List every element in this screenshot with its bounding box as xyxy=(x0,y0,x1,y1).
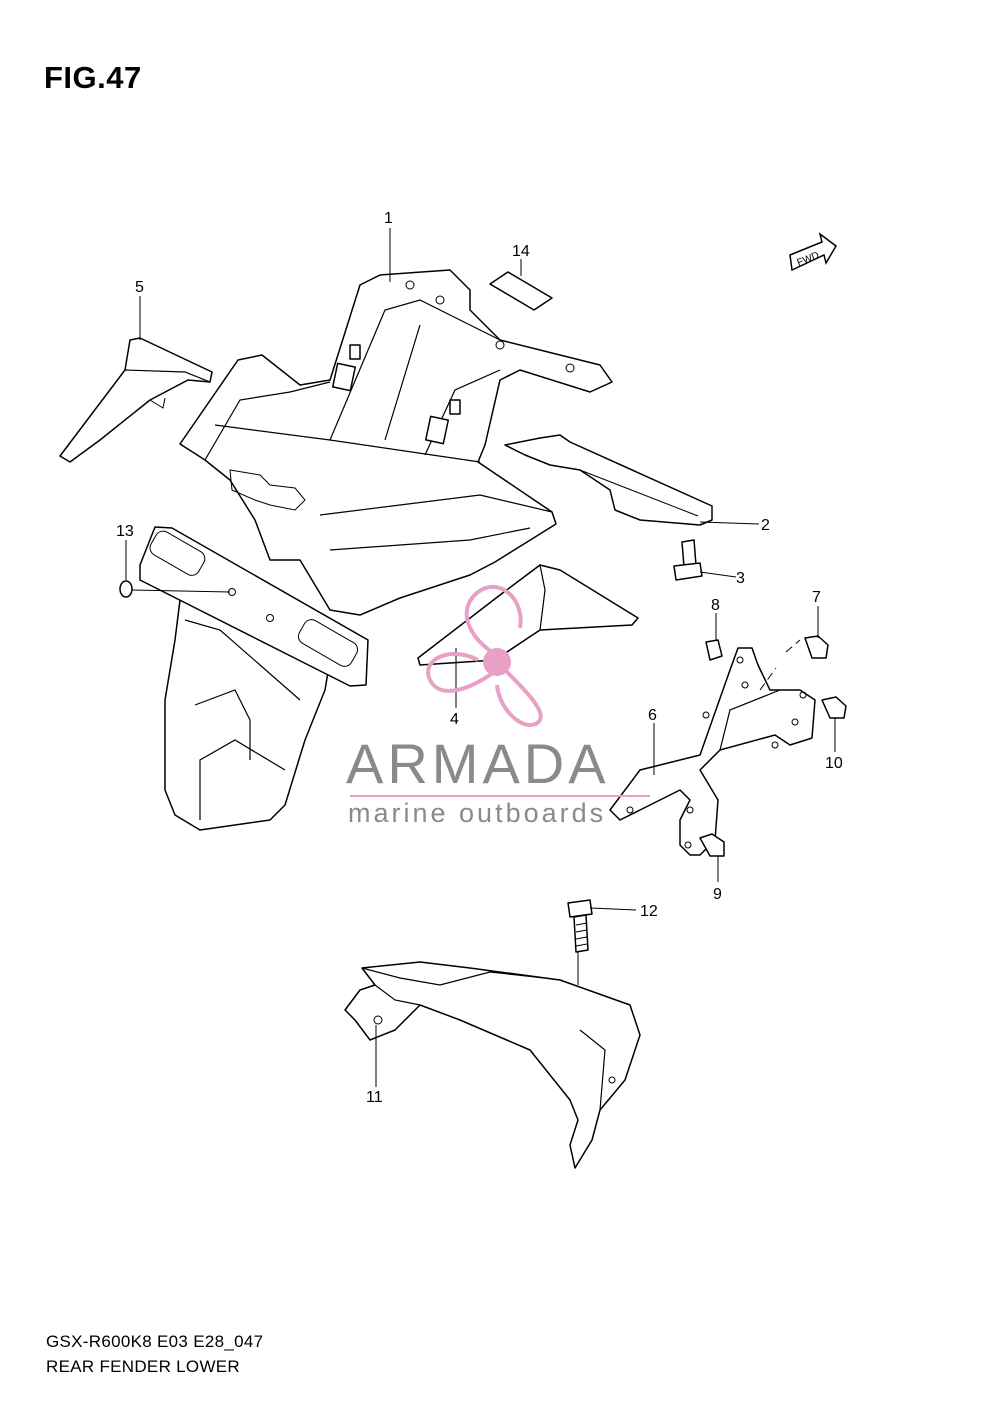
callout-14: 14 xyxy=(512,243,530,260)
callout-1: 1 xyxy=(384,210,393,227)
part-4-under-tray xyxy=(417,563,639,666)
part-11-lower-cover xyxy=(344,961,641,1169)
callout-9: 9 xyxy=(713,886,722,903)
callout-13: 13 xyxy=(116,523,134,540)
part-9-screw xyxy=(699,833,725,857)
part-2-bracket xyxy=(504,434,713,526)
armada-watermark: ARMADA marine outboards xyxy=(346,584,650,828)
figure-title: FIG.47 xyxy=(44,60,142,95)
watermark-brand: ARMADA xyxy=(346,732,610,795)
callout-11: 11 xyxy=(366,1089,383,1106)
model-code: GSX-R600K8 E03 E28_047 xyxy=(46,1332,264,1351)
callout-10: 10 xyxy=(825,755,843,772)
callout-7: 7 xyxy=(812,589,821,606)
callout-4: 4 xyxy=(450,711,459,728)
forward-direction-arrow-icon: FWD xyxy=(789,232,837,272)
callout-2: 2 xyxy=(761,517,770,534)
watermark-tagline: marine outboards xyxy=(348,798,606,828)
part-13-plate-holder-and-flap xyxy=(119,526,369,831)
part-12-bolt xyxy=(567,899,593,953)
figure-name: REAR FENDER LOWER xyxy=(46,1357,241,1376)
part-5-guard xyxy=(59,337,213,463)
callout-3: 3 xyxy=(736,570,745,587)
part-3-bolt xyxy=(673,539,703,581)
callout-labels: 1 2 3 4 5 6 7 8 9 10 11 12 13 14 xyxy=(116,210,843,1106)
part-8-nut xyxy=(705,639,723,661)
callout-8: 8 xyxy=(711,597,720,614)
part-6-mount-bracket xyxy=(609,647,816,856)
part-7-screw xyxy=(759,635,829,691)
callout-6: 6 xyxy=(648,707,657,724)
part-10-screw xyxy=(821,696,847,719)
propeller-logo-icon xyxy=(426,584,543,727)
leader-lines xyxy=(125,228,836,1087)
callout-5: 5 xyxy=(135,279,144,296)
part-14-label xyxy=(489,271,553,311)
part-1-rear-fender xyxy=(179,269,613,616)
callout-12: 12 xyxy=(640,903,658,920)
